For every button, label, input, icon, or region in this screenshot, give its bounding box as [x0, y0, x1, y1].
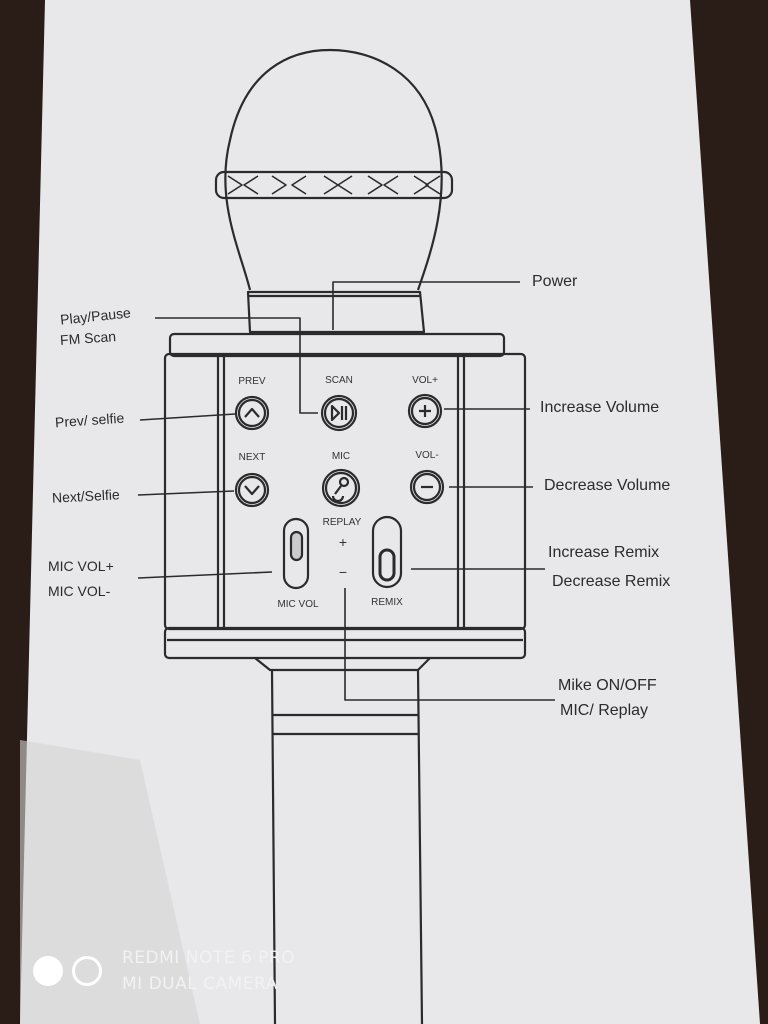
- watermark-line1: REDMI NOTE 6 PRO: [122, 948, 296, 968]
- watermark-ring-icon: [72, 956, 102, 986]
- vol-plus-button-icon: [407, 393, 443, 429]
- leader-play: [155, 317, 318, 414]
- watermark-filled-circle-icon: [33, 956, 63, 986]
- handle-collar: [254, 657, 431, 672]
- mic-vol-text: MIC VOL: [277, 599, 319, 610]
- mic-replay-label: MIC/ Replay: [560, 702, 649, 719]
- vol-plus-text: VOL+: [412, 375, 438, 386]
- vol-minus-button-icon: [409, 469, 445, 505]
- decrease-remix-label: Decrease Remix: [552, 573, 671, 590]
- mic-vol-plus-label: MIC VOL+: [48, 558, 114, 574]
- leader-mike: [344, 588, 555, 701]
- plus-sign: +: [338, 534, 348, 550]
- mike-on-off-label: Mike ON/OFF: [558, 677, 657, 694]
- paper-sheet: [20, 0, 760, 1024]
- leader-next: [137, 490, 235, 496]
- vol-minus-text: VOL-: [415, 450, 439, 461]
- increase-remix-label: Increase Remix: [548, 544, 660, 561]
- next-text: NEXT: [238, 452, 266, 463]
- leader-prev: [139, 413, 236, 421]
- replay-text: REPLAY: [322, 517, 362, 528]
- mic-button-icon: [321, 468, 361, 508]
- mic-vol-slider: [282, 517, 310, 590]
- next-button-icon: [234, 472, 270, 508]
- remix-text: REMIX: [371, 597, 403, 608]
- power-label: Power: [532, 273, 578, 290]
- prev-text: PREV: [238, 376, 266, 387]
- mic-grille-band: [214, 170, 454, 200]
- paper-shadow: [20, 740, 200, 1024]
- mic-head-outline: [224, 48, 443, 291]
- leader-micvol: [137, 571, 273, 579]
- remix-slider: [371, 515, 403, 589]
- watermark-line2: MI DUAL CAMERA: [122, 974, 278, 994]
- handle-outline: [270, 669, 424, 1024]
- mic-text: MIC: [331, 451, 351, 462]
- leader-power: [332, 281, 520, 330]
- grille-pattern: [227, 175, 441, 195]
- decrease-volume-label: Decrease Volume: [544, 477, 671, 494]
- increase-volume-label: Increase Volume: [540, 399, 660, 416]
- prev-button-icon: [234, 395, 270, 431]
- body-top-band: [168, 332, 506, 358]
- scan-text: SCAN: [325, 375, 353, 386]
- mic-vol-minus-label: MIC VOL-: [48, 583, 111, 599]
- scan-button-icon: [320, 394, 358, 432]
- minus-sign: −: [338, 564, 348, 580]
